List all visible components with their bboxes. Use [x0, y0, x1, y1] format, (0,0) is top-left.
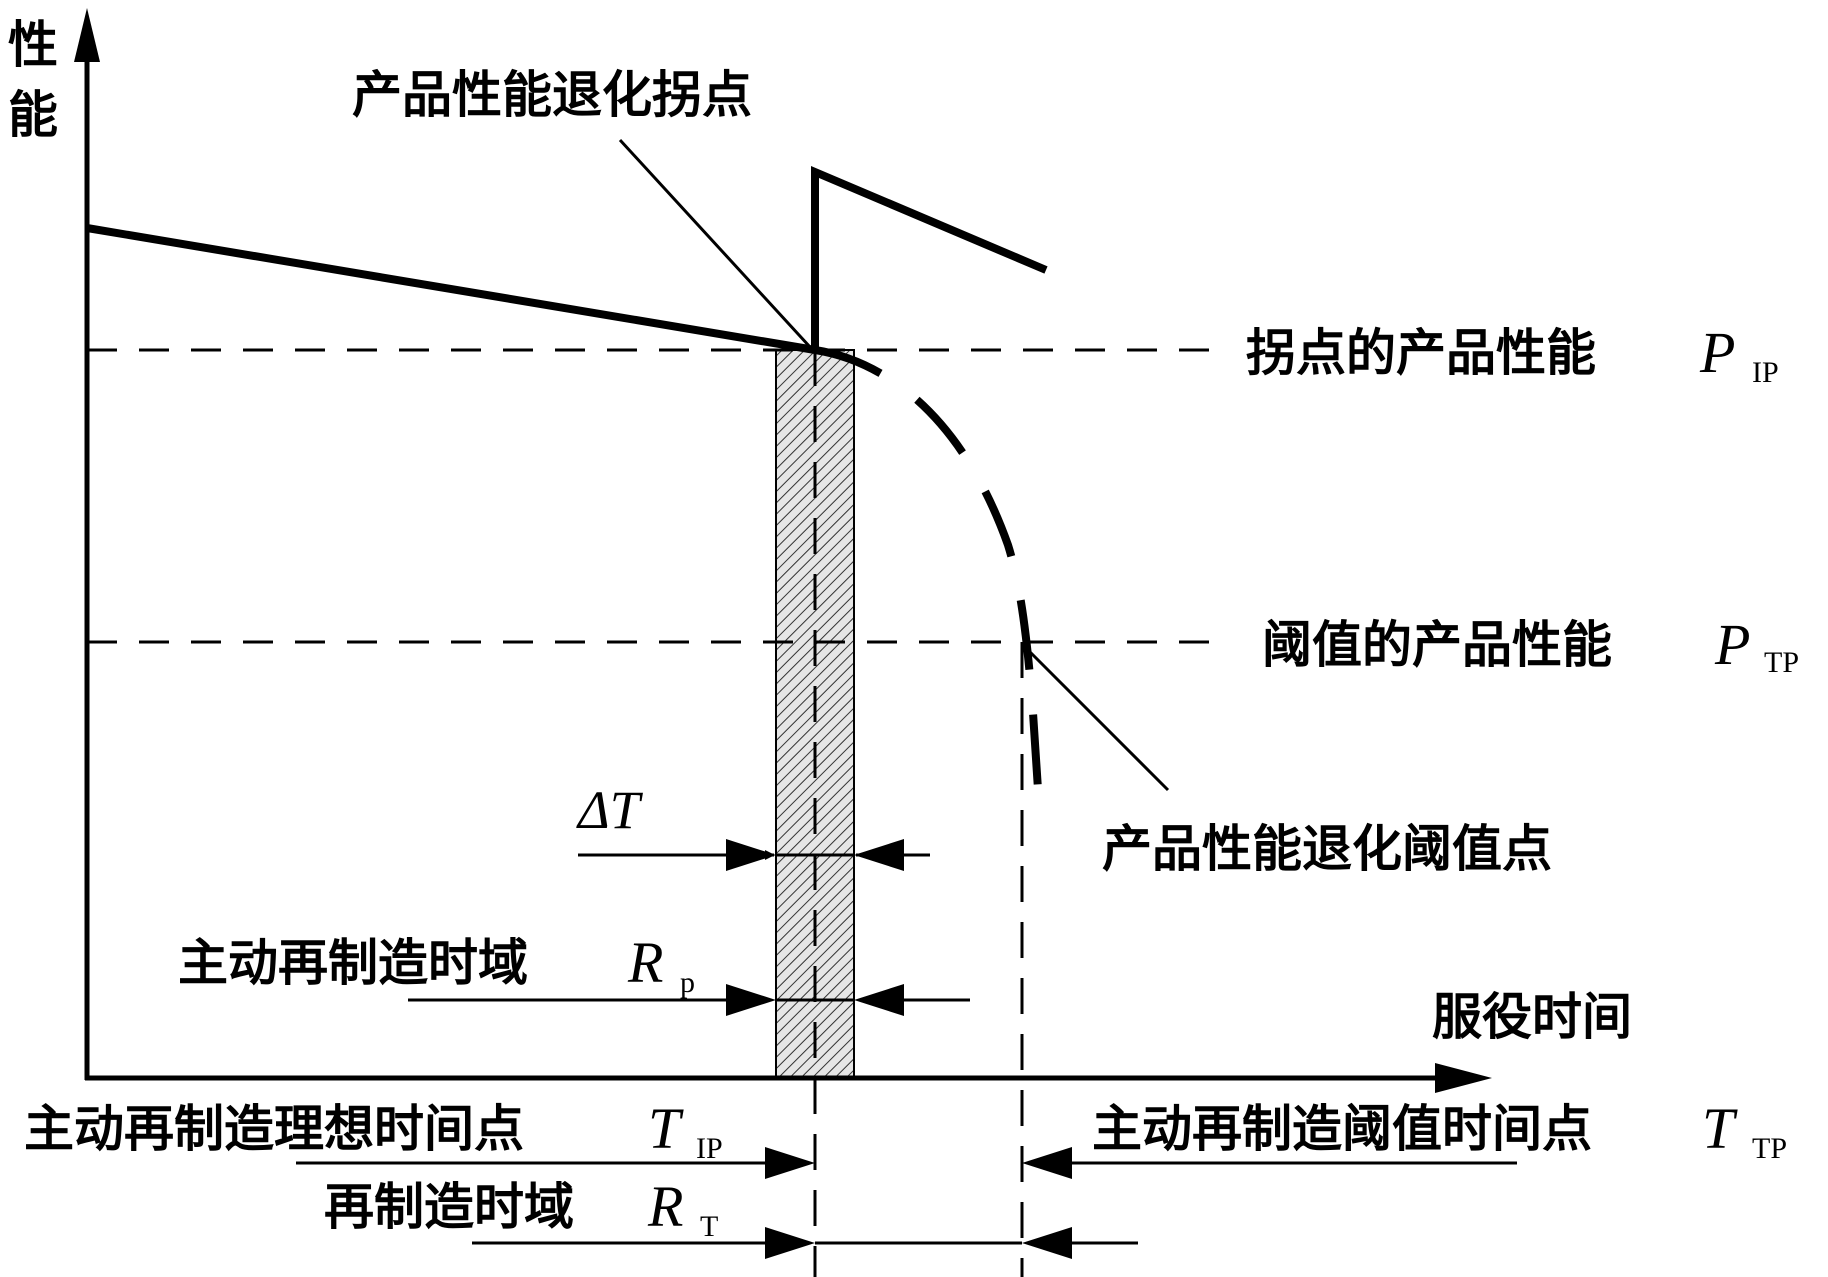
threshold-time-arrow	[1022, 1147, 1517, 1179]
active-domain-sub: p	[680, 966, 695, 999]
threshold-point-label: 产品性能退化阈值点	[1102, 819, 1552, 878]
tp-performance-sub: TP	[1764, 646, 1799, 679]
reman-domain-label: 再制造时域	[324, 1177, 574, 1236]
threshold-point-leader	[1022, 644, 1170, 792]
ideal-time-symbol: T	[648, 1096, 684, 1161]
threshold-time-symbol: T	[1702, 1096, 1738, 1161]
tp-performance-label: 阈值的产品性能	[1262, 615, 1612, 674]
active-domain-label: 主动再制造时域	[178, 933, 528, 992]
ip-performance-symbol: P	[1699, 320, 1735, 385]
active-domain-symbol: R	[627, 930, 663, 995]
inflection-point-leader	[618, 138, 812, 349]
ip-performance-sub: IP	[1752, 356, 1779, 389]
performance-curve-after-remanufacture	[811, 165, 1048, 350]
y-axis	[74, 8, 100, 1080]
tp-performance-symbol: P	[1714, 612, 1750, 677]
ideal-time-arrow	[296, 1147, 815, 1179]
delta-t-arrows	[578, 839, 930, 871]
ip-performance-label: 拐点的产品性能	[1246, 323, 1596, 382]
rt-arrows	[472, 1227, 1138, 1259]
degradation-curve-dashed	[814, 346, 1042, 791]
threshold-time-sub: TP	[1752, 1132, 1787, 1165]
reman-domain-symbol: R	[647, 1174, 683, 1239]
threshold-time-label: 主动再制造阈值时间点	[1092, 1099, 1592, 1158]
performance-curve-before-remanufacture	[86, 224, 816, 354]
x-axis	[85, 1063, 1492, 1093]
y-axis-label-line1: 性	[8, 15, 58, 74]
x-axis-label: 服役时间	[1432, 987, 1632, 1046]
delta-t-label: ΔT	[576, 780, 644, 840]
inflection-point-label: 产品性能退化拐点	[352, 65, 752, 124]
rp-arrows	[408, 984, 970, 1016]
ideal-time-label: 主动再制造理想时间点	[24, 1099, 524, 1158]
ideal-time-sub: IP	[696, 1132, 723, 1165]
y-axis-label-line2: 能	[8, 85, 58, 144]
reman-domain-sub: T	[700, 1210, 718, 1243]
